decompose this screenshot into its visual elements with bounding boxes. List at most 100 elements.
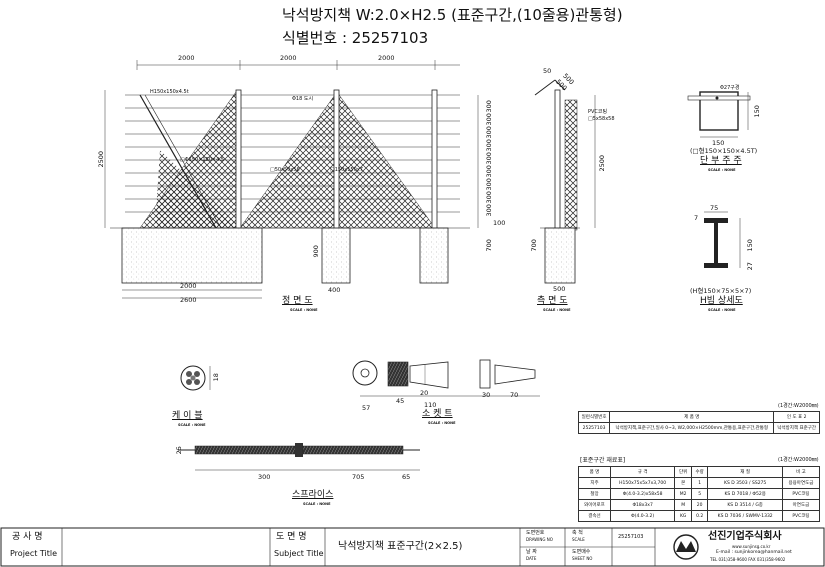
spec-cell: 5	[690, 488, 709, 500]
side-view	[534, 79, 596, 284]
front-height-dim: 2500	[97, 150, 106, 168]
socket-dim-45: 45	[396, 397, 405, 405]
company-logo	[676, 541, 696, 552]
spec-cell: 본	[674, 477, 692, 489]
spec-cell: 1	[690, 477, 709, 489]
title-block-frame	[0, 527, 825, 567]
socket-caption: 소 켓 트	[422, 409, 453, 419]
spec-cell: KS D 7036 / SWMV-1332	[707, 510, 783, 522]
drawing-no-value: 25257103	[618, 534, 644, 540]
spec-cell: KG	[674, 510, 692, 522]
spec-table-title: [표준구간 재료표]	[580, 457, 626, 464]
side-top-dim-1: 50	[543, 67, 552, 75]
cable-dim: 18	[211, 373, 220, 382]
date-label-en: DATE	[526, 556, 537, 561]
post-caption: 단 부 주 주	[700, 156, 742, 166]
spec-header-size: 규 격	[609, 466, 676, 478]
id-cell-serial: 25257103	[577, 422, 611, 434]
table-row: 철망 Φ(4.0-3.2)x58x58 M2 5 KS D 7018 / Φ52…	[578, 488, 821, 500]
side-height-dim: 2500	[598, 154, 607, 172]
spec-table: 품 명 규 격 단위 수량 재 질 비 고 지주 H150x75x5x7x3,7…	[578, 466, 821, 522]
spec-cell: 와이어로프	[578, 499, 611, 511]
id-table-note: (1경간:W2000㎜)	[778, 403, 819, 409]
spec-header-qty: 수량	[690, 466, 709, 478]
cable-scale: SCALE : NONE	[178, 423, 206, 427]
table-row: 지주 H150x75x5x7x3,700 본 1 KS D 3503 / SS2…	[578, 477, 821, 489]
front-view-scale: SCALE : NONE	[290, 308, 318, 312]
spec-cell: H150x75x5x7x3,700	[609, 477, 676, 489]
socket-detail	[352, 359, 540, 397]
hbeam-dim-7: 7	[694, 214, 699, 222]
id-header-serial: 일련식별번호	[577, 411, 611, 423]
spec-cell: PVC코팅	[781, 510, 821, 522]
front-right-dim-4: 300	[484, 139, 493, 152]
front-top-dim-2: 2000	[280, 54, 297, 62]
company-web: www.sunjinsg.co.kr	[732, 544, 771, 549]
spec-header-material: 재 질	[707, 466, 783, 478]
spec-cell: 아연도금	[781, 499, 821, 511]
socket-dim-30: 30	[482, 391, 491, 399]
spec-cell: PVC코팅	[781, 488, 821, 500]
spec-cell: KS D 7018 / Φ52용	[707, 488, 783, 500]
sheet-label: 도면매수	[572, 549, 591, 555]
table-row: 와이어로프 Φ18x3x7 M 20 KS D 3514 / G종 아연도금	[578, 499, 821, 511]
drawing-no-label: 도면번호	[526, 530, 545, 536]
spec-cell: KS D 3503 / SS275	[707, 477, 783, 489]
company-name: 선진기업주식회사	[708, 531, 782, 542]
scale-label-en: SCALE	[572, 537, 585, 542]
front-note-pipe: □Φ150×150×4.5	[180, 157, 225, 163]
hbeam-dim-75: 75	[710, 204, 719, 212]
company-tel: TEL 031)358-9600 FAX 031)358-9602	[710, 557, 786, 562]
front-foot-dim-100: 100	[493, 219, 506, 227]
front-foot-dim-900: 900	[311, 245, 320, 258]
hbeam-sub-caption: (H형150×75×5×7)	[690, 287, 752, 295]
front-right-dim-2: 300	[484, 113, 493, 126]
subject-label: 도 면 명	[276, 532, 307, 542]
sheet-label-en: SHEET NO	[572, 556, 593, 561]
cable-detail	[180, 365, 211, 391]
id-header-index: 인 도 표 2	[773, 411, 820, 423]
date-label: 날 짜	[526, 549, 537, 555]
side-foot-dim-700: 700	[529, 239, 538, 252]
front-note-plate: □150x150x7	[330, 167, 363, 173]
spec-cell: 20	[690, 499, 709, 511]
front-right-dim-1: 300	[484, 100, 493, 113]
socket-dim-70: 70	[510, 391, 519, 399]
drawing-no-label-en: DRAWING NO	[526, 537, 553, 542]
post-sub-caption: (□형150×150×4.5T)	[690, 147, 758, 155]
front-view-caption: 정 면 도	[282, 296, 313, 306]
post-detail	[687, 91, 751, 138]
socket-dim-110: 110	[424, 401, 437, 409]
spec-cell: Φ18x3x7	[609, 499, 676, 511]
socket-dim-20: 20	[420, 389, 429, 397]
hbeam-detail	[704, 211, 741, 268]
scale-label: 축 척	[572, 530, 583, 536]
front-top-dim-1: 2000	[178, 54, 195, 62]
project-label-en: Project Title	[10, 549, 58, 558]
id-table: 일련식별번호 제 품 명 인 도 표 2 25257103 낙석방지책,표준구간…	[577, 411, 820, 434]
spring-dim-300: 300	[258, 473, 271, 481]
identification-number: 식별번호 : 25257103	[282, 29, 429, 47]
cable-caption: 케 이 블	[172, 411, 203, 421]
table-row: 결속선 Φ(4.0-3.2) KG 0.2 KS D 7036 / SWMV-1…	[578, 510, 821, 522]
front-bottom-dim-1: 2000	[180, 282, 197, 290]
spec-header-name: 품 명	[578, 466, 611, 478]
front-note-mesh: □50x50x56	[270, 167, 300, 173]
page-title: 낙석방지책 W:2.0×H2.5 (표준구간,(10줄용)관통형)	[282, 6, 623, 24]
spring-dim-705: 705	[352, 473, 365, 481]
hbeam-dim-150: 150	[745, 239, 754, 252]
spring-detail	[178, 443, 420, 471]
spec-cell: M2	[674, 488, 692, 500]
front-right-dim-8: 300	[484, 191, 493, 204]
front-right-dim-7: 300	[484, 178, 493, 191]
spring-dim-25: 25	[174, 446, 183, 455]
spec-cell: 용융아연도금	[781, 477, 821, 489]
front-right-dim-5: 300	[484, 152, 493, 165]
front-note-cable: Φ18 도시	[292, 96, 314, 102]
post-dim-width: 150	[712, 139, 725, 147]
front-right-dim-3: 300	[484, 126, 493, 139]
spring-caption: 스프라이스	[292, 490, 334, 500]
front-foot-dim-700: 700	[484, 239, 493, 252]
id-cell-product: 낙석방지책,표준구간,일사 0~3, W2,000×H2500mm,관통용,표준…	[609, 422, 775, 434]
